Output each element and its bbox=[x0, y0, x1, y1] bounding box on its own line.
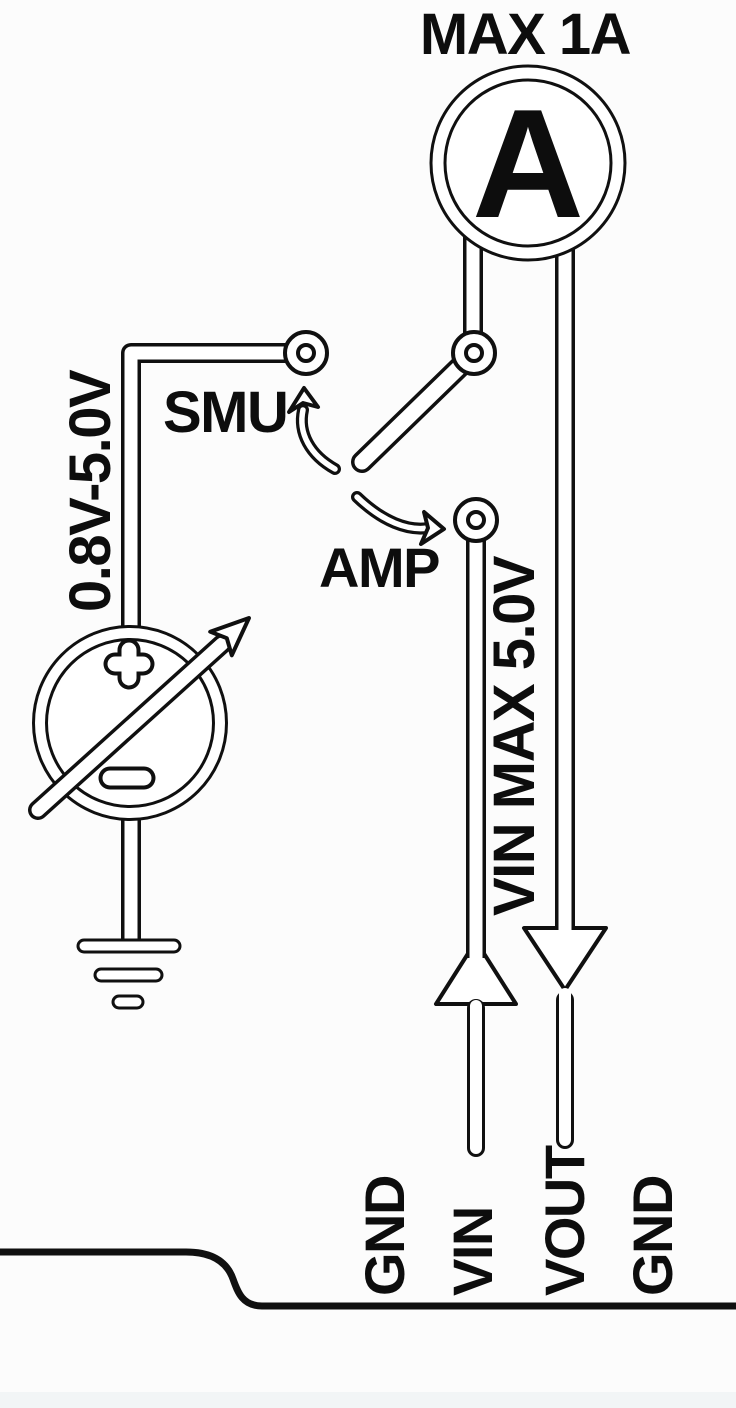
max-current-label: MAX 1A bbox=[420, 2, 631, 67]
bottom-strip bbox=[0, 1392, 736, 1408]
wires bbox=[121, 234, 575, 1157]
ammeter-body bbox=[440, 75, 616, 251]
voltage-source-symbol bbox=[28, 616, 251, 821]
smu-terminal-pad bbox=[283, 330, 329, 376]
pin-label-vout: VOUT bbox=[533, 1145, 596, 1296]
amp-position-arrow-icon bbox=[351, 491, 446, 546]
voltage-range-label: 0.8V-5.0V bbox=[58, 369, 123, 612]
pin-labels: GND VIN VOUT GND bbox=[353, 1145, 684, 1296]
amp-terminal-pad bbox=[453, 497, 499, 543]
plus-terminal-icon bbox=[103, 638, 155, 690]
smu-source-wire bbox=[121, 343, 308, 636]
board-edge bbox=[0, 1248, 736, 1310]
smu-label: SMU bbox=[163, 380, 287, 445]
pin-label-gnd-left: GND bbox=[353, 1176, 416, 1296]
amp-label: AMP bbox=[319, 536, 439, 599]
ground-symbol-icon bbox=[76, 938, 182, 1010]
ammeter-symbol: A bbox=[429, 64, 627, 262]
pin-label-gnd-right: GND bbox=[621, 1176, 684, 1296]
pin-label-vin: VIN bbox=[441, 1207, 504, 1296]
smu-position-arrow-icon bbox=[287, 386, 341, 475]
source-variable-arrow-icon bbox=[28, 616, 251, 820]
switch-lever bbox=[351, 342, 485, 473]
ammeter-letter: A bbox=[472, 77, 584, 250]
vin-max-label: VIN MAX 5.0V bbox=[482, 555, 547, 916]
switch-pivot-pad bbox=[451, 330, 497, 376]
